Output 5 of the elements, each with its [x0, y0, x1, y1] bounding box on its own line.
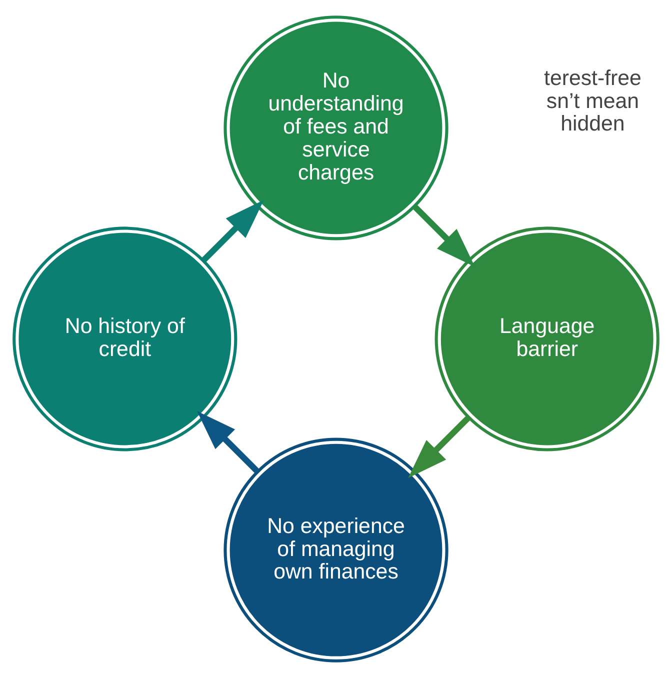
arrow — [197, 411, 260, 474]
arrow — [408, 415, 471, 478]
arrow — [412, 204, 475, 267]
label: terest-free sn’t mean hidden — [544, 66, 642, 136]
arrow — [201, 200, 264, 263]
